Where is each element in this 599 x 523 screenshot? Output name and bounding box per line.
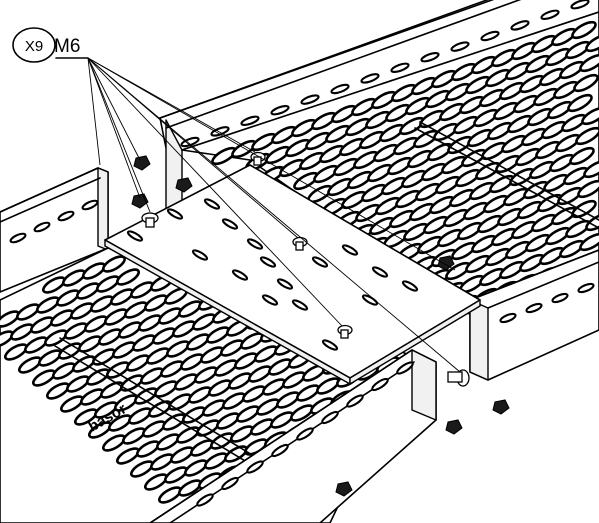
side-slot (296, 427, 314, 441)
floor-slot (573, 73, 599, 93)
side-slot (499, 312, 517, 324)
side-slot (270, 104, 290, 116)
callout: X9 M6 (12, 27, 461, 373)
bolt (447, 369, 470, 387)
plate-slot (321, 339, 339, 351)
side-slot (570, 0, 590, 10)
side-slot (390, 62, 410, 74)
bolt (141, 212, 159, 228)
side-slot (360, 73, 380, 84)
side-slot (551, 292, 569, 304)
floor-slot (102, 255, 126, 273)
plate-slot (191, 249, 209, 261)
plate-slot (259, 256, 277, 268)
plate-slot (276, 278, 294, 290)
nut (175, 177, 193, 193)
plate-slot (341, 244, 359, 256)
side-slot (371, 377, 389, 392)
joint-plate (104, 164, 481, 385)
plate-slot (361, 294, 379, 306)
callout-size: M6 (54, 36, 80, 57)
side-slot (33, 221, 51, 233)
floor-slot (571, 20, 597, 40)
plate-slot (203, 198, 221, 210)
bolt (337, 324, 353, 339)
side-slot (330, 83, 350, 95)
plate-slot (246, 238, 264, 250)
side-slot (81, 199, 99, 211)
nut (133, 155, 151, 171)
plate-slot (221, 218, 239, 230)
side-slot (221, 476, 239, 491)
right-cable-tray (159, 0, 599, 381)
floor-slot (569, 146, 595, 166)
side-slot (196, 493, 214, 507)
nut (445, 419, 463, 435)
quantity-circle (12, 27, 56, 63)
left-tray-side-slots (196, 361, 414, 507)
plate-slot (311, 256, 329, 268)
side-slot (577, 282, 595, 294)
bolt (250, 151, 266, 166)
plate-slot (231, 269, 249, 281)
floor-slot (577, 179, 599, 199)
side-slot (210, 126, 230, 137)
side-slot (420, 51, 440, 63)
side-slot (346, 394, 364, 408)
side-slot (246, 460, 264, 474)
floor-slot (581, 106, 599, 126)
side-slot (9, 232, 27, 244)
floor-slot (567, 93, 593, 113)
nut (335, 481, 353, 497)
plate-slot (166, 208, 184, 220)
side-slot (450, 41, 470, 52)
right-tray-side-slots (180, 0, 590, 148)
floor-slot (585, 33, 599, 53)
plate-slot (371, 266, 389, 278)
floor-slot (579, 53, 599, 73)
floor-slot (116, 268, 140, 286)
floor-slot (575, 126, 599, 146)
plate-slot (401, 280, 419, 292)
side-slot (540, 9, 560, 21)
floor-slot (579, 232, 599, 252)
side-slot (300, 94, 320, 105)
side-slot (510, 20, 530, 31)
side-slot (271, 443, 289, 458)
left-cable-tray: basor (0, 167, 437, 523)
callout-quantity: X9 (25, 38, 43, 55)
side-slot (396, 361, 414, 375)
side-slot (525, 302, 543, 314)
side-slot (480, 30, 500, 42)
plate-slot (291, 299, 309, 311)
side-slot (240, 115, 260, 127)
leader-lines (87, 57, 461, 373)
plate-slot (261, 294, 279, 306)
side-slot (57, 210, 75, 222)
side-slot (321, 410, 339, 425)
plate-slot (126, 230, 144, 242)
nut (492, 399, 510, 415)
